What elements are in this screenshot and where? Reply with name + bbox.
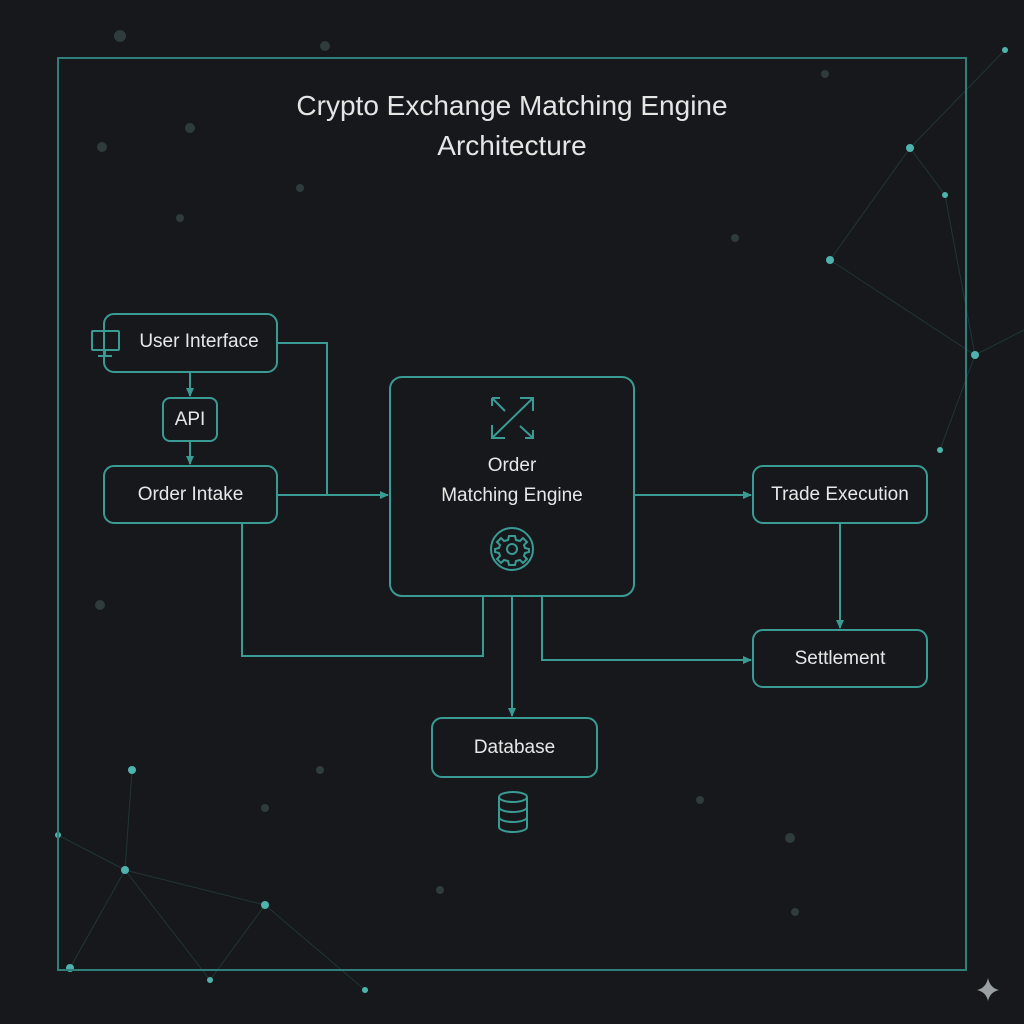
label-database: Database xyxy=(473,737,556,758)
label-trade-execution: Trade Execution xyxy=(771,484,909,505)
label-order-intake: Order Intake xyxy=(137,484,244,505)
edge-engine-to-settlement xyxy=(541,596,752,664)
background-network xyxy=(57,49,1024,991)
edge-intake-loop xyxy=(241,523,484,657)
sparkle-icon xyxy=(977,978,999,1001)
edge-ui-to-engine xyxy=(277,342,328,495)
diagram-frame xyxy=(57,57,967,971)
database-icon xyxy=(498,791,528,833)
title-line-2: Architecture xyxy=(437,130,587,161)
node-database[interactable] xyxy=(431,717,598,778)
diagram-title: Crypto Exchange Matching Engine Architec… xyxy=(0,86,1024,166)
gear-icon xyxy=(490,527,534,571)
label-engine-line-1: Order xyxy=(487,455,537,476)
label-api: API xyxy=(174,409,206,430)
node-settlement[interactable] xyxy=(752,629,928,688)
label-engine-line-2: Matching Engine xyxy=(441,485,583,506)
expand-arrows-icon xyxy=(491,397,534,439)
monitor-icon xyxy=(91,330,120,357)
background-dots xyxy=(55,30,1008,993)
label-settlement: Settlement xyxy=(794,648,886,669)
title-line-1: Crypto Exchange Matching Engine xyxy=(296,90,728,121)
label-user-interface: User Interface xyxy=(139,331,259,352)
